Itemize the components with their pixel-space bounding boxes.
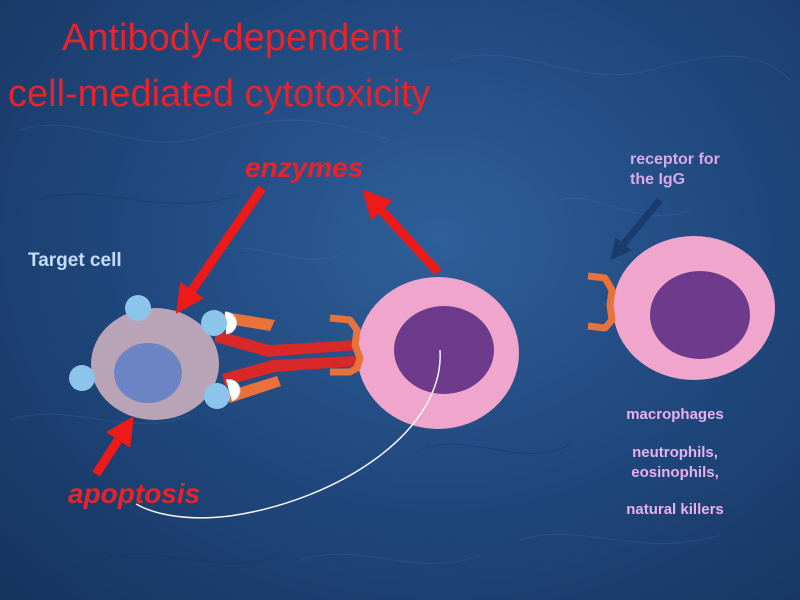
title-line-1: Antibody-dependent (62, 17, 403, 59)
target-cell (91, 308, 219, 420)
antigen (204, 383, 230, 409)
fab-tip-lower (225, 379, 241, 402)
antigen (69, 365, 95, 391)
antigen (125, 295, 151, 321)
signal-curve (135, 349, 441, 519)
title-line-2: cell-mediated cytotoxicity (8, 73, 431, 115)
target-cell-nucleus (114, 343, 182, 403)
receptor-label-line-2: the IgG (630, 171, 686, 188)
fab-tip-upper (224, 311, 237, 335)
fab-arm-upper (222, 312, 275, 331)
receptor-label: receptor for the IgG (630, 150, 720, 190)
antibody-heavy-chain-upper (215, 330, 357, 357)
igg-receptor (587, 272, 616, 332)
arrow-apoptosis (92, 415, 134, 477)
antibody-fab-arms (222, 311, 281, 403)
effector-cell-resting (587, 236, 775, 380)
effector-cell-type: neutrophils, (632, 444, 718, 461)
effector-cell-nucleus (650, 271, 750, 359)
effector-cell-type: macrophages (626, 406, 724, 423)
apoptosis-label: apoptosis (68, 478, 201, 509)
fab-arm-lower (225, 376, 281, 403)
effector-cell-type: natural killers (626, 501, 724, 518)
effector-cell-nucleus (394, 306, 494, 394)
antigen (201, 310, 227, 336)
arrow-receptor-pointer (610, 197, 663, 261)
enzymes-label: enzymes (245, 152, 364, 183)
arrow-enzymes-to-target (175, 185, 266, 314)
target-cell-label: Target cell (28, 250, 122, 271)
fc-receptor (329, 314, 364, 376)
receptor-label-line-1: receptor for (630, 151, 720, 168)
antibody-chains (215, 330, 357, 386)
arrow-effector-to-enzymes (362, 189, 442, 276)
effector-cell-type: eosinophils, (631, 464, 719, 481)
effector-cell (329, 277, 519, 429)
antibody-heavy-chain-lower (222, 356, 357, 386)
antigens (69, 295, 230, 409)
